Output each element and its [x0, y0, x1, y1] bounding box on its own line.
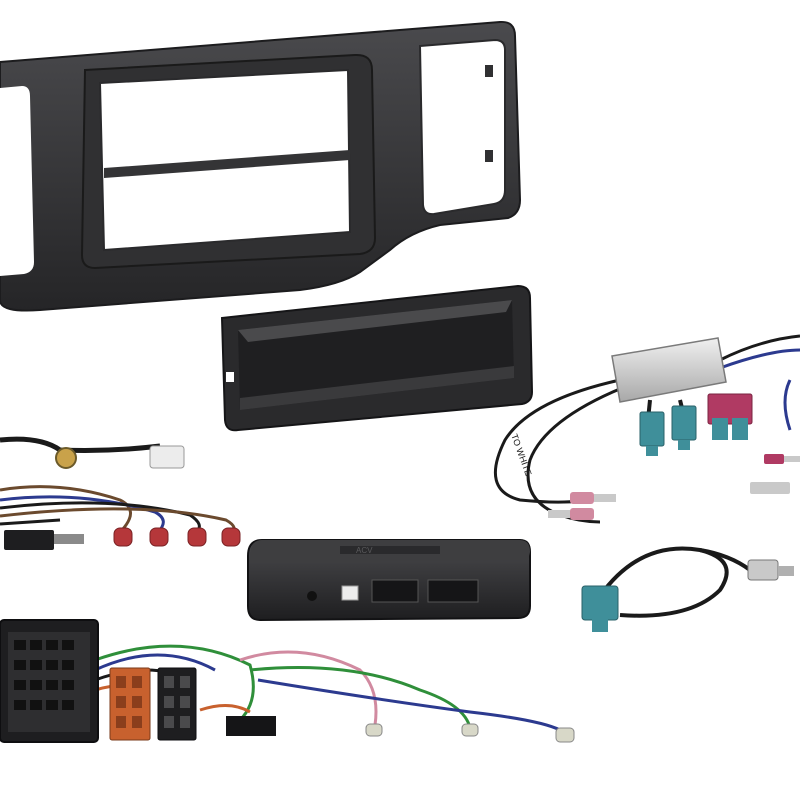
splitter-label: TO WHITE	[509, 433, 533, 478]
storage-pocket	[220, 284, 534, 432]
rca-cables	[0, 485, 241, 550]
interface-label: ACV	[356, 546, 373, 555]
antenna-adapter	[581, 546, 794, 632]
antenna-cable	[0, 436, 185, 469]
fascia-panel	[0, 20, 522, 312]
interface-box: ACV	[247, 539, 531, 622]
iso-harness	[0, 619, 575, 743]
antenna-splitter: TO WHITE	[493, 334, 800, 524]
